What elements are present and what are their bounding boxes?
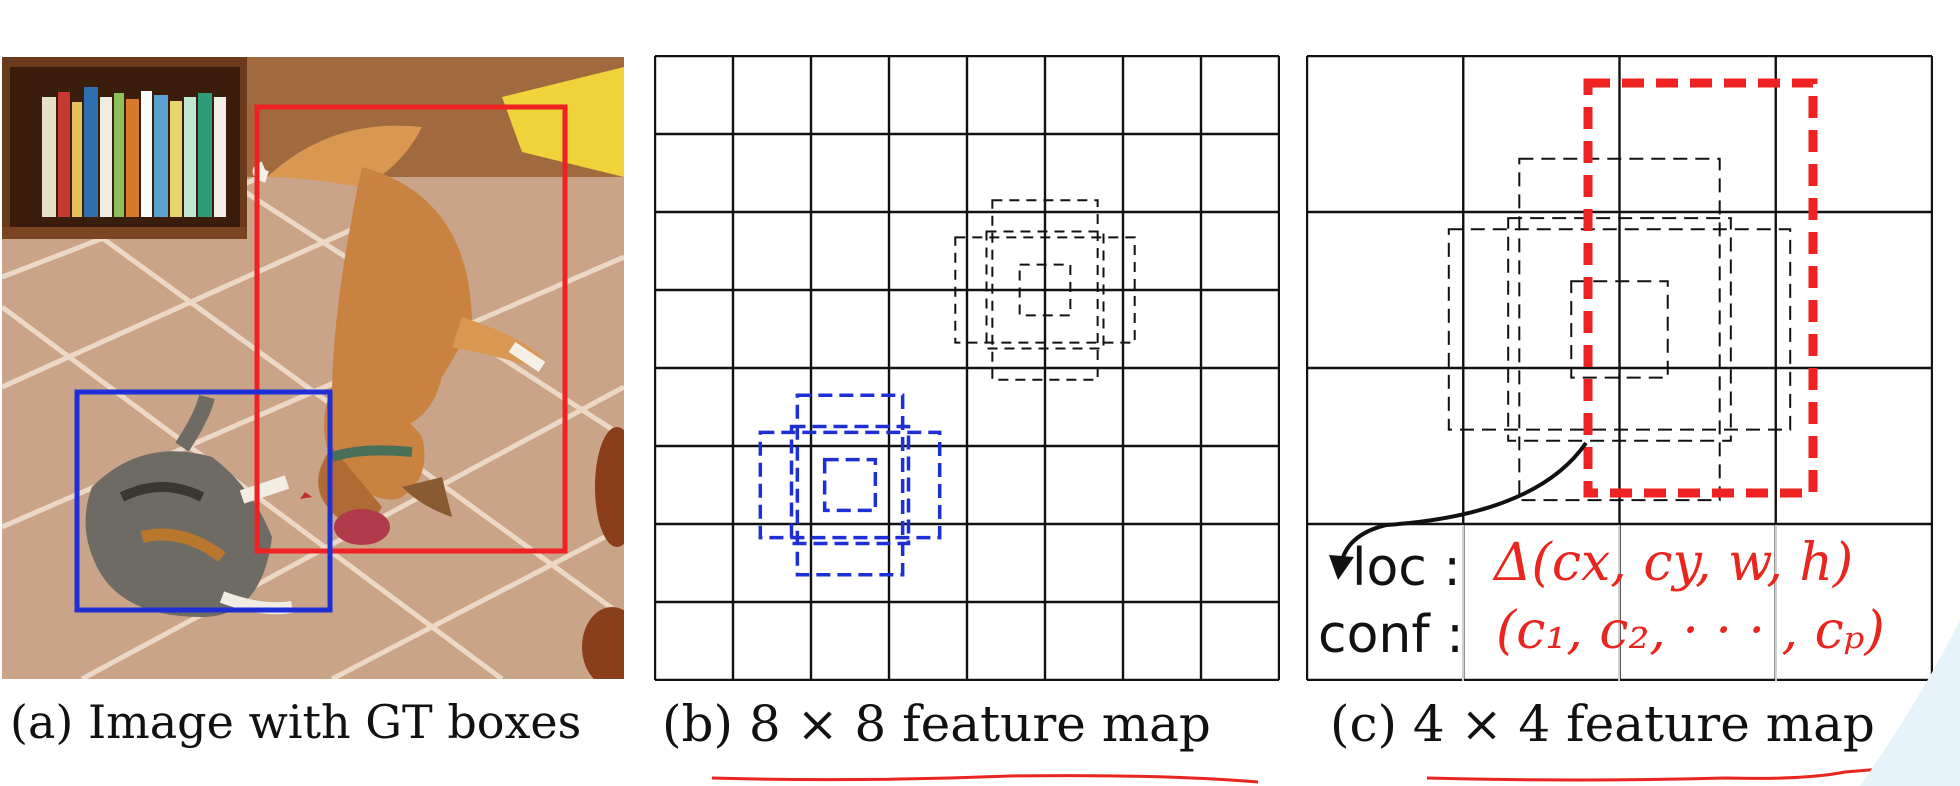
default-box: [822, 457, 878, 513]
conf-value: (c₁, c₂, · · · , cₚ): [1496, 601, 1885, 661]
default-box: [1447, 228, 1792, 431]
default-boxes-unmatched: [1447, 157, 1792, 502]
cat-gt-box: [74, 389, 333, 613]
caption-b: (b) 8 × 8 feature map: [662, 695, 1211, 753]
default-boxes-unmatched: [954, 199, 1136, 381]
grid4-svg: [1305, 54, 1934, 682]
default-box: [1570, 280, 1669, 379]
default-box: [1507, 217, 1732, 442]
photo-illustration: [0, 57, 642, 687]
default-box: [789, 424, 911, 546]
default-box: [985, 230, 1105, 350]
matched-default-box: [1583, 78, 1818, 498]
grid8-panel: [653, 54, 1281, 682]
dog-gt-box: [254, 104, 568, 554]
grid4-panel: loc : Δ(cx, cy, w, h) conf : (c₁, c₂, · …: [1305, 54, 1934, 682]
default-boxes-matched: [758, 393, 942, 577]
grid8-lines: [653, 54, 1281, 682]
caption-c: (c) 4 × 4 feature map: [1330, 695, 1875, 753]
default-box: [758, 430, 942, 540]
loc-label: loc :: [1352, 538, 1461, 598]
arrow-to-output: [1339, 441, 1588, 566]
default-box: [954, 236, 1136, 344]
default-box: [1518, 157, 1721, 502]
default-box: [1018, 263, 1072, 317]
photo-panel: [0, 57, 642, 687]
arrow-head-icon: [1329, 555, 1354, 580]
decorative-swoosh: [1860, 620, 1960, 786]
default-box: [795, 393, 905, 577]
conf-label: conf :: [1318, 605, 1464, 665]
caption-b-underline: [711, 774, 1259, 784]
caption-a: (a) Image with GT boxes: [10, 695, 582, 749]
default-box: [991, 199, 1099, 381]
grid8-svg: [653, 54, 1281, 682]
loc-value: Δ(cx, cy, w, h): [1494, 533, 1854, 593]
